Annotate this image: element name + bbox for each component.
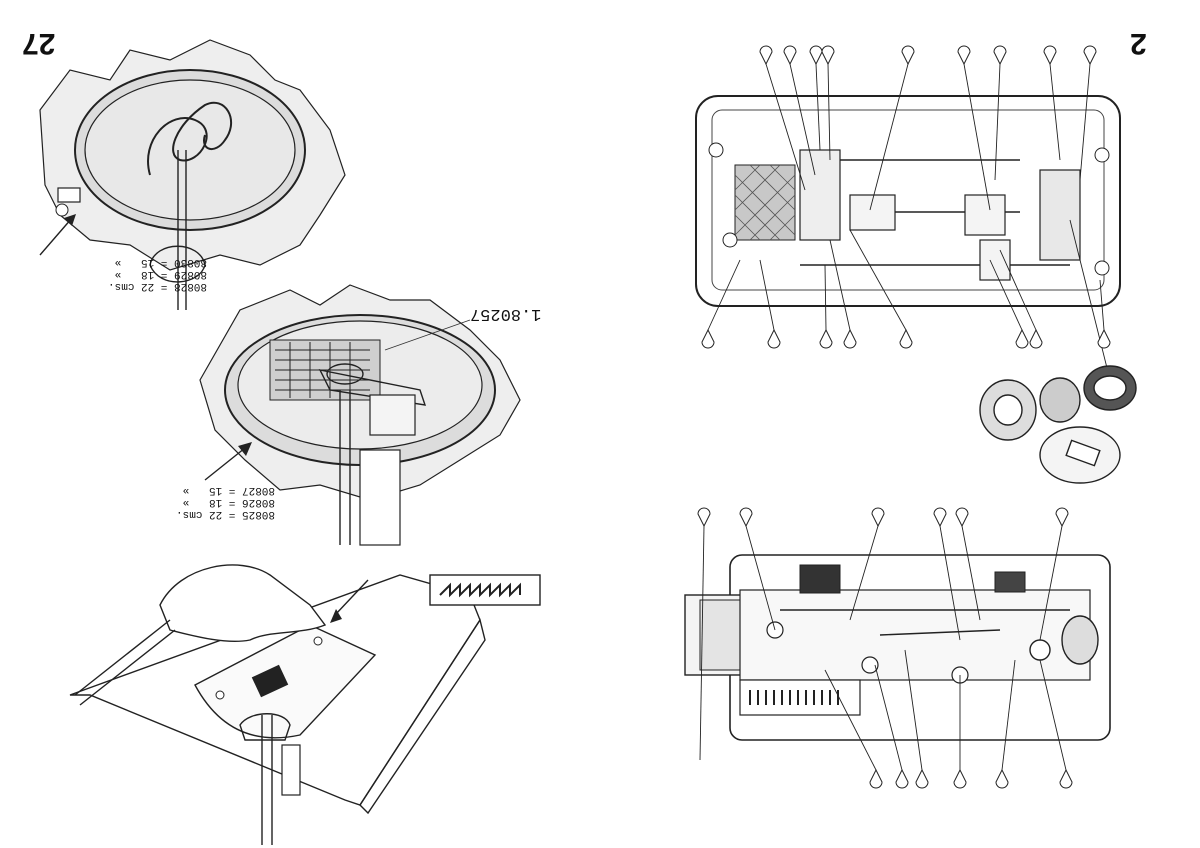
embroidery-hoop-illustration-middle (199, 284, 521, 546)
bobbin-case-parts (979, 365, 1137, 484)
right-page: 2 (600, 0, 1200, 848)
hoop-spec-middle-1: 80825 = 22 cms. (176, 508, 276, 520)
leader-lines-arm (699, 525, 1067, 771)
hoop-screw (57, 187, 81, 203)
embroidery-hoop-illustration-top (39, 39, 346, 310)
callout-markers-arm-top (697, 507, 1069, 528)
left-page: 27 80828 = 22 cms. 80829 = 18 » 80830 = … (22, 27, 542, 845)
callout-markers-top (759, 45, 1097, 66)
hoop-spec-list-middle: 80825 = 22 cms. 80826 = 18 » 80827 = 15 … (176, 484, 275, 520)
callout-markers-arm-bottom (869, 768, 1073, 789)
needle-plate-illustration (69, 564, 541, 845)
tension-knob (994, 571, 1026, 593)
hatched-panel (734, 164, 796, 241)
stitch-dial (799, 564, 841, 594)
callout-markers-bottom (701, 328, 1111, 349)
hand (159, 564, 327, 643)
leader-lines-top (707, 63, 1111, 381)
machine-underside-diagram (695, 45, 1137, 484)
darning-pattern (269, 339, 381, 401)
inner-hoop-ring (84, 79, 296, 221)
machine-arm-diagram (684, 507, 1111, 789)
hoop-spec-top-3: 80830 = 15 » (114, 256, 208, 268)
base-plate (695, 95, 1121, 307)
part-number-label: 1.80257 (470, 304, 542, 323)
hoop-spec-middle-2: 80826 = 18 » (182, 496, 276, 508)
foot-clamp (369, 394, 416, 436)
hoop-spec-middle-3: 80827 = 15 » (182, 484, 276, 496)
embroidery-stitch-pattern (147, 101, 232, 176)
